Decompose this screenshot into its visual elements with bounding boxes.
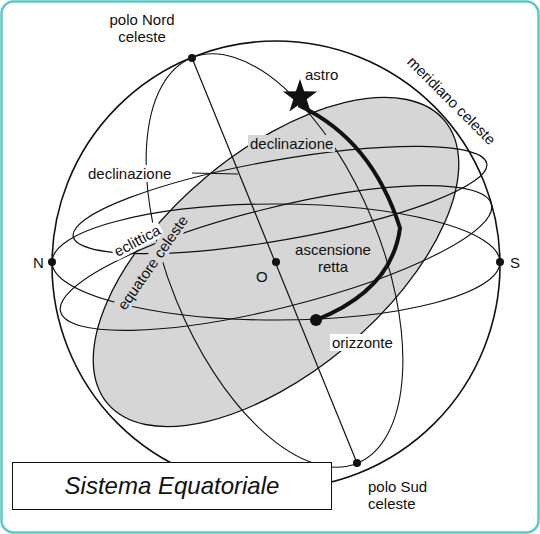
pole-label: polo Nord celeste — [100, 11, 184, 45]
cardinal-point: S — [508, 254, 522, 271]
observer-label: O — [254, 268, 270, 285]
box-title: Sistema Equatoriale — [65, 472, 280, 500]
celestial-equator-plane — [37, 36, 515, 487]
celestial-sphere — [52, 41, 500, 489]
declination-label: declinazione — [248, 135, 335, 152]
star-symbol — [283, 79, 317, 112]
north-point-dot — [48, 258, 56, 266]
horizon-label: orizzonte — [330, 334, 395, 351]
observer-dot — [272, 258, 280, 266]
declination-parallel — [66, 124, 494, 276]
star-label: astro — [303, 66, 340, 83]
meridian-circle — [94, 18, 456, 504]
south-pole-dot — [353, 459, 361, 467]
pole-label: polo Sud celeste — [366, 478, 450, 512]
right-ascension-label: ascensione retta — [291, 241, 375, 275]
declination-label: declinazione — [86, 165, 173, 182]
title-box: Sistema Equatoriale — [12, 462, 332, 510]
horizon-circle — [52, 204, 500, 320]
north-pole-dot — [188, 54, 196, 62]
vernal-point-dot — [310, 314, 322, 326]
ecliptic-circle — [48, 156, 503, 360]
south-point-dot — [496, 258, 504, 266]
cardinal-point: N — [31, 254, 46, 271]
leader-line — [192, 173, 238, 174]
